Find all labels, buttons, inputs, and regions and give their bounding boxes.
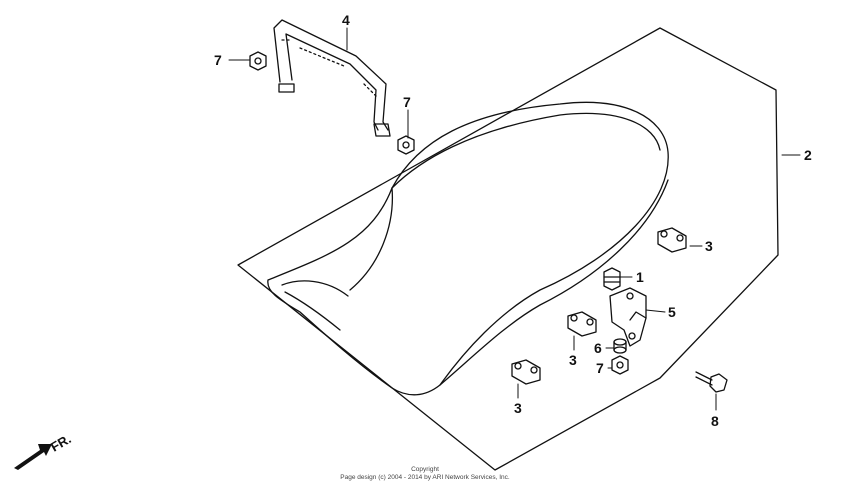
- leader-lines: [228, 27, 801, 411]
- callout-7: 7: [596, 360, 604, 376]
- bracket-icon: [609, 287, 647, 347]
- assembly-boundary-outline: [237, 27, 779, 471]
- callout-5: 5: [668, 304, 676, 320]
- callout-3: 3: [569, 352, 577, 368]
- callout-7: 7: [214, 52, 222, 68]
- copyright-line: Copyright: [411, 466, 439, 473]
- clip-icon: [657, 227, 687, 253]
- callout-3: 3: [705, 238, 713, 254]
- callout-6: 6: [594, 340, 602, 356]
- callout-8: 8: [711, 413, 719, 429]
- callout-7: 7: [403, 94, 411, 110]
- front-label: FR.: [48, 431, 74, 454]
- front-arrow-icon: [14, 444, 52, 471]
- callout-1: 1: [636, 269, 644, 285]
- nut-icon: [611, 355, 629, 375]
- nut-icon: [249, 51, 267, 71]
- collar-icon: [613, 338, 627, 354]
- callout-3: 3: [514, 400, 522, 416]
- design-credit-line: Page design (c) 2004 - 2014 by ARI Netwo…: [340, 474, 510, 481]
- callout-4: 4: [342, 12, 350, 28]
- strap-icon: [273, 19, 391, 137]
- clip-icon: [511, 359, 541, 385]
- cushion-icon: [603, 267, 621, 291]
- bolt-icon: [695, 371, 728, 393]
- seat-icon: [267, 101, 669, 396]
- clip-icon: [567, 311, 597, 337]
- nut-icon: [397, 135, 415, 155]
- callout-2: 2: [804, 147, 812, 163]
